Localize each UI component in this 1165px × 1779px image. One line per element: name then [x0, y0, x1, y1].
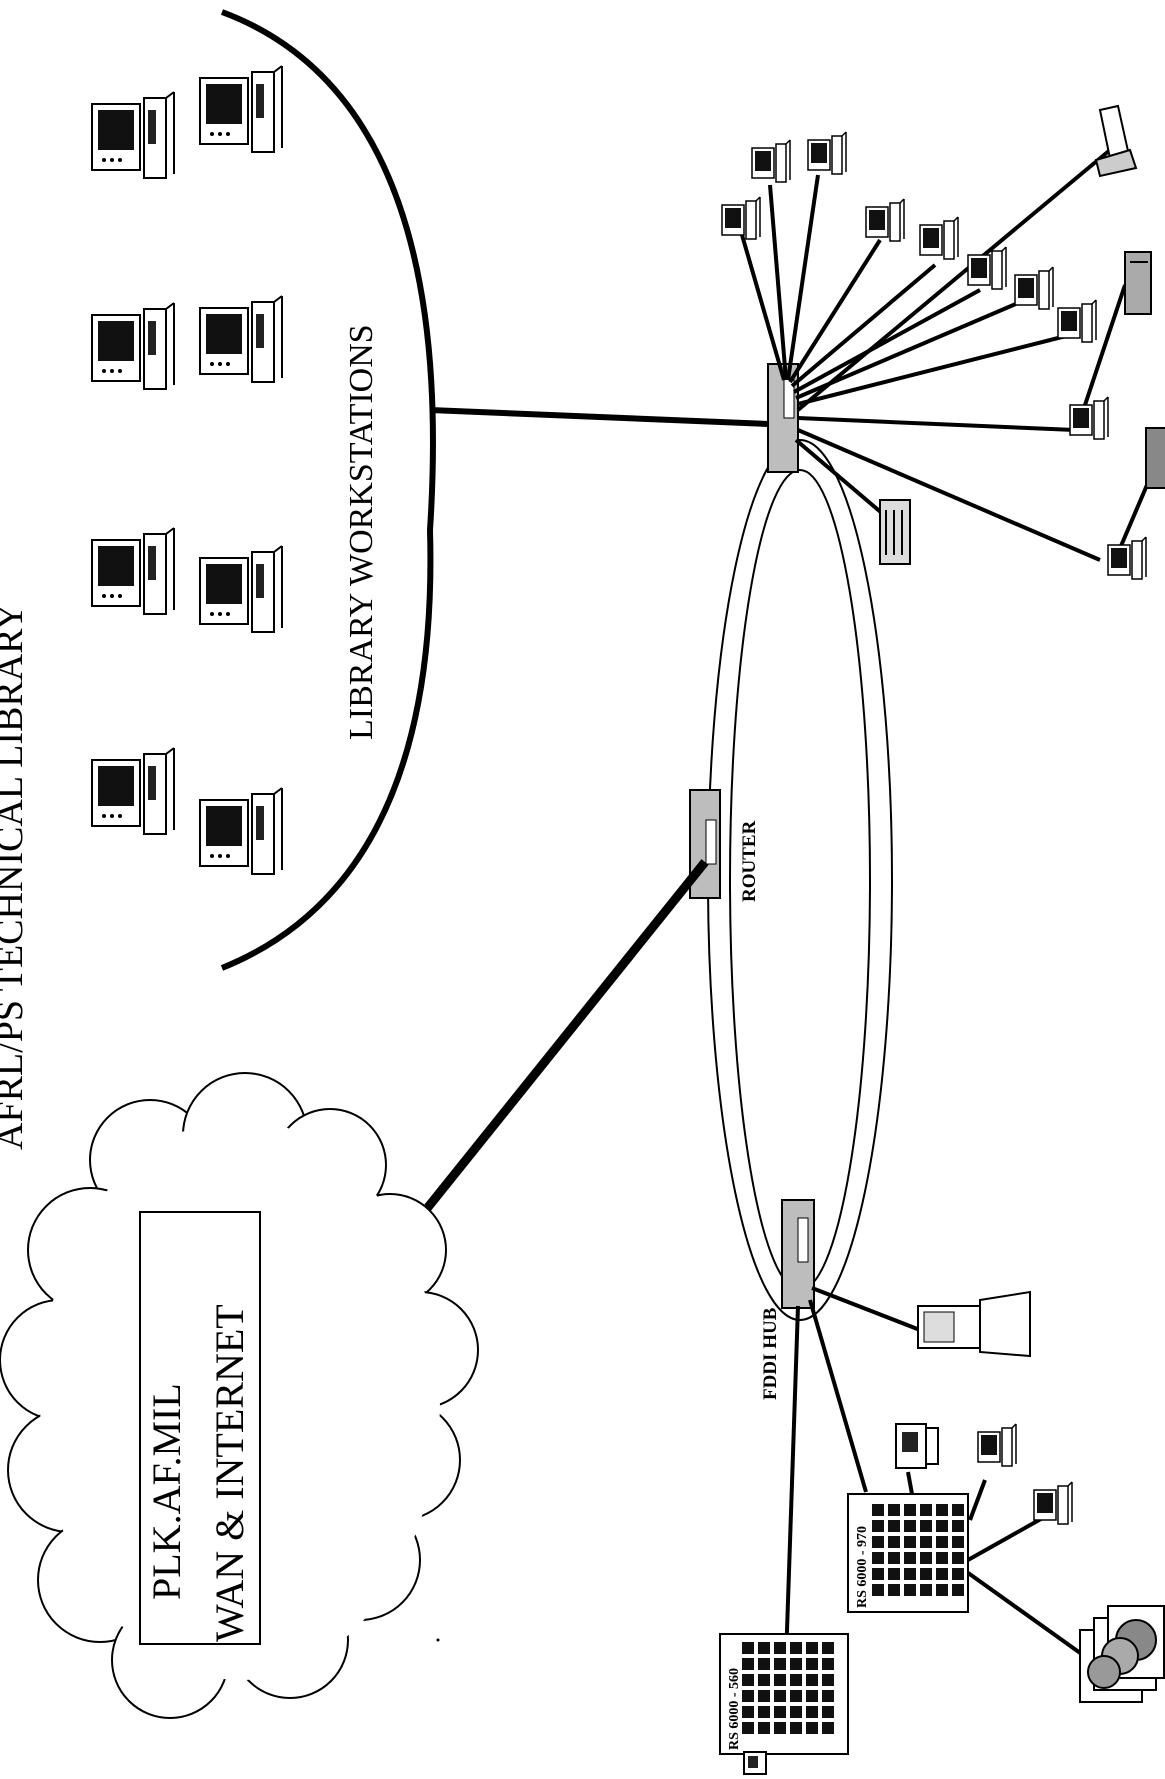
- workstation-icon: [199, 787, 283, 875]
- workstation-icon: [1069, 396, 1109, 440]
- workstation-icon: [919, 216, 959, 260]
- fddi-hub-label: FDDI HUB: [760, 1307, 781, 1400]
- top-hub-icon: [767, 363, 799, 473]
- external-drive-icon: [1124, 251, 1152, 315]
- cd-stack-icon: [1079, 1605, 1165, 1703]
- workstation-icon: [199, 295, 283, 383]
- workstation-icon: [1107, 536, 1147, 580]
- workstations-bracket: [220, 9, 436, 971]
- workstation-icon: [1033, 1481, 1073, 1525]
- cloud-label-box: [139, 1211, 261, 1645]
- library-workstations: [91, 65, 283, 875]
- workstation-icon: [199, 65, 283, 153]
- fddi-hub-icon: [781, 1199, 815, 1309]
- rs6000-970-label: RS 6000 - 970: [855, 1526, 870, 1608]
- workstation-icon: [807, 131, 847, 175]
- tape-drive-icon: [879, 499, 911, 565]
- router-label: ROUTER: [739, 820, 760, 902]
- printer-icon: [743, 1751, 767, 1775]
- hub-spokes: [740, 148, 1152, 562]
- cloud-label-line1: PLK.AF.MIL: [144, 1383, 189, 1600]
- rs6000-560-server-icon: [719, 1633, 849, 1755]
- workstation-icon: [199, 545, 283, 633]
- workstation-icon: [91, 747, 175, 835]
- workstation-icon: [977, 1423, 1017, 1467]
- rs6000-560-label: RS 6000 - 560: [727, 1668, 742, 1750]
- diagram-title: AFRL/PS TECHNICAL LIBRARY: [0, 603, 31, 1150]
- rs6000-970-server-icon: [847, 1493, 969, 1613]
- workstation-icon: [91, 91, 175, 179]
- workstation-icon: [91, 527, 175, 615]
- printer-icon: [1094, 104, 1138, 178]
- tower-server-icon: [917, 1290, 1031, 1358]
- workstation-icon: [1057, 299, 1097, 343]
- workstation-icon: [1014, 266, 1054, 310]
- workstation-icon: [865, 198, 905, 242]
- fddi-hub-links: [784, 1286, 1092, 1662]
- cloud-label-line2: WAN & INTERNET: [207, 1304, 252, 1642]
- fddi-ring-outer: [707, 439, 893, 1321]
- external-drive-icon: [1145, 427, 1165, 489]
- hub-devices: [721, 104, 1165, 580]
- printer-icon: [895, 1423, 939, 1469]
- workstations-label: LIBRARY WORKSTATIONS: [343, 324, 380, 740]
- workstation-icon: [721, 196, 761, 240]
- bracket-to-hub-link: [429, 407, 769, 427]
- scan-speck: [436, 1638, 440, 1642]
- router-icon: [689, 789, 721, 899]
- workstation-icon: [91, 302, 175, 390]
- workstation-icon: [751, 139, 791, 183]
